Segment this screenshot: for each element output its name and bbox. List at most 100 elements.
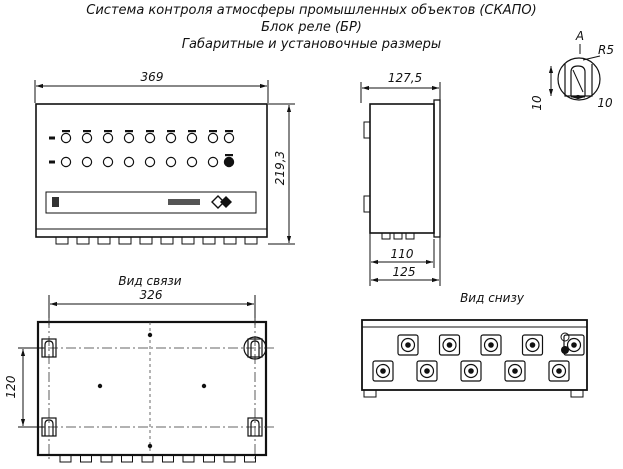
- bottom-connector-pin: [405, 342, 411, 348]
- front-indicator-lamp: [207, 156, 219, 168]
- bottom-indicator-round-2: [561, 346, 569, 354]
- rear-foot: [162, 454, 174, 463]
- side-mount-bracket-bottom: [363, 195, 371, 213]
- bottom-connector-ring: [375, 363, 391, 379]
- front-foot: [160, 236, 174, 245]
- side-mount-bracket-top: [363, 121, 371, 139]
- front-indicator-cap: [167, 130, 175, 133]
- front-indicator-lamp: [81, 132, 93, 144]
- rear-mounting-slot: [247, 338, 263, 358]
- front-indicator-lamp: [186, 132, 198, 144]
- detail-a-circle: [557, 57, 601, 101]
- bottom-connector-ring: [419, 363, 435, 379]
- bottom-connector: [548, 360, 570, 382]
- detail-a-radius-leader: [582, 55, 601, 61]
- bottom-connector: [438, 334, 461, 356]
- front-foot: [202, 236, 216, 245]
- rear-slot-opening: [250, 419, 260, 436]
- bottom-connector-pin: [571, 342, 577, 348]
- front-height-dimension: 219,3: [273, 151, 287, 185]
- detail-a-height-dimension: 10: [530, 95, 544, 111]
- front-indicator-lamp: [144, 132, 156, 144]
- detail-a-hatch: [572, 69, 584, 93]
- rear-foot: [244, 454, 256, 463]
- side-depth-dimension: 127,5: [388, 71, 422, 85]
- bottom-foot-right: [570, 389, 584, 398]
- rear-center-mark-top: [147, 332, 153, 338]
- rear-mounting-slots: [41, 338, 263, 437]
- front-indicator-grid: [49, 130, 235, 168]
- front-indicator-cap: [146, 130, 154, 133]
- title-line-system: Система контроля атмосферы промышленных …: [86, 3, 537, 18]
- side-foot-1: [381, 232, 391, 240]
- rear-foot: [80, 454, 92, 463]
- front-indicator-lamp: [207, 132, 219, 144]
- front-foot: [55, 236, 69, 245]
- front-foot: [181, 236, 195, 245]
- title-line-unit: Блок реле (БР): [261, 20, 362, 35]
- front-foot: [139, 236, 153, 245]
- front-indicator-lamp: [60, 156, 72, 168]
- rear-view-label: Вид связи: [118, 274, 181, 288]
- detail-a-label: A: [575, 29, 584, 43]
- bottom-connector-ring: [525, 337, 540, 353]
- front-foot: [223, 236, 237, 245]
- bottom-view-label: Вид снизу: [460, 291, 525, 305]
- bottom-connector-ring: [507, 363, 523, 379]
- front-indicator-lamp: [165, 156, 177, 168]
- bottom-connector: [372, 360, 394, 382]
- rear-foot: [141, 454, 154, 463]
- detail-a-width-dimension: 10: [597, 96, 613, 110]
- front-indicator-lamp: [144, 156, 156, 168]
- bottom-foot-left: [363, 389, 377, 398]
- front-indicator-cap: [83, 130, 91, 133]
- front-foot: [244, 236, 258, 245]
- front-indicator-cap: [225, 154, 233, 157]
- side-foot-2: [393, 232, 403, 240]
- front-indicator-cap: [62, 130, 70, 133]
- detail-a: A R5 10 10: [530, 29, 614, 111]
- rear-slot-opening: [44, 419, 54, 436]
- rear-detail-a-circle: [243, 336, 267, 360]
- bottom-connector-pin: [468, 368, 474, 374]
- bottom-connector: [480, 334, 502, 356]
- front-indicator-lamp: [123, 132, 135, 144]
- bottom-connectors: [372, 334, 585, 382]
- front-feet: [55, 236, 258, 245]
- rear-foot: [182, 454, 195, 463]
- front-foot: [97, 236, 111, 245]
- side-body: [369, 103, 435, 234]
- bottom-connector-ring: [442, 337, 457, 353]
- front-logo: [211, 195, 232, 209]
- detail-a-radius-dimension: R5: [598, 43, 614, 57]
- rear-slot-opening: [44, 340, 54, 357]
- front-right-indicator: [223, 156, 235, 168]
- side-base-inner-dimension: 110: [391, 247, 414, 261]
- bottom-view: Вид снизу: [361, 291, 588, 398]
- rear-spacing-v-dimension: 120: [4, 375, 18, 398]
- detail-a-slot-outer: [564, 64, 593, 97]
- title-line-dimensions: Габаритные и установочные размеры: [181, 37, 442, 52]
- front-foot: [76, 236, 90, 245]
- bottom-connector: [416, 360, 438, 382]
- bottom-connector-ring: [463, 363, 479, 379]
- rear-feet: [59, 454, 256, 463]
- front-view: 369 219,3: [34, 70, 295, 245]
- front-row-marker: [49, 136, 55, 140]
- front-indicator-cap: [125, 130, 133, 133]
- bottom-indicator-round-1: [560, 332, 570, 342]
- rear-panel: [36, 320, 268, 457]
- front-width-dimension: 369: [141, 70, 164, 84]
- front-indicator-lamp: [60, 132, 72, 144]
- rear-center-mark-bottom: [147, 443, 153, 449]
- front-indicator-lamp: [186, 156, 198, 168]
- rear-mounting-slot: [247, 417, 263, 437]
- rear-foot: [59, 454, 72, 463]
- front-indicator-cap: [188, 130, 196, 133]
- front-indicator-lamp: [102, 132, 114, 144]
- side-view: 127,5 110 125: [360, 71, 441, 286]
- front-foot: [118, 236, 132, 245]
- detail-a-slot: [570, 65, 586, 96]
- rear-slot-opening: [250, 340, 260, 357]
